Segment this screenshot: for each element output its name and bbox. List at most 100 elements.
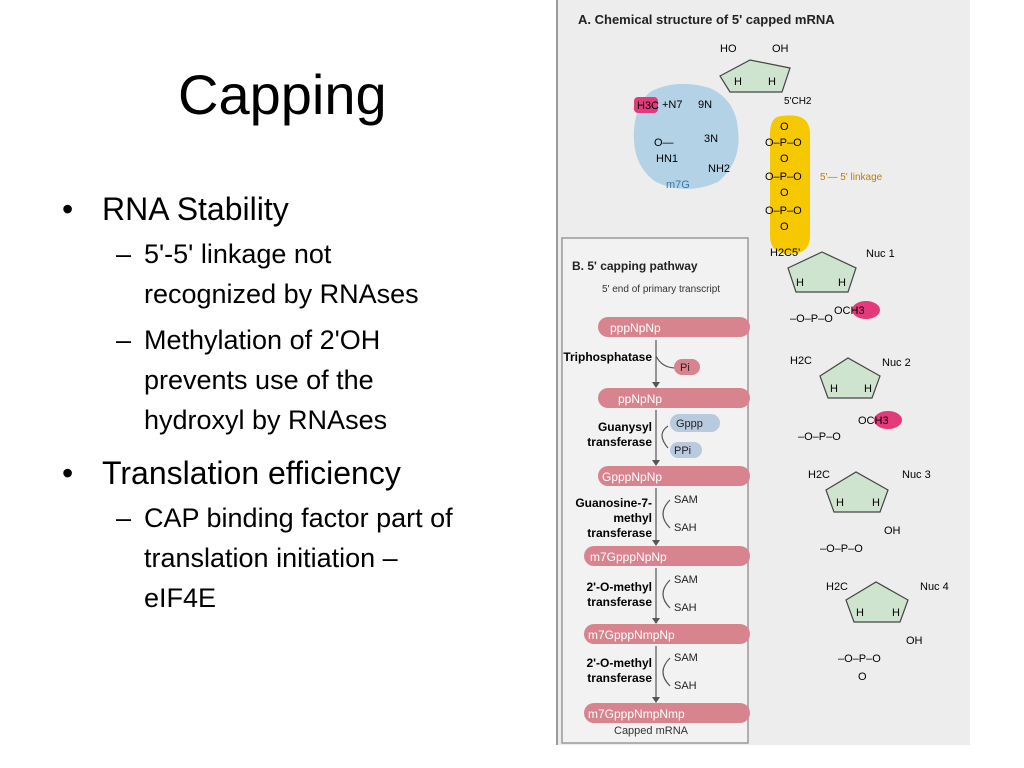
rna-step-label: m7GpppNpNp — [590, 550, 667, 564]
arrow-heads — [652, 382, 660, 703]
figure-drawing: A. Chemical structure of 5' capped mRNA … — [561, 12, 949, 744]
rna-step-label: m7GpppNmpNmp — [588, 707, 685, 721]
nuc3-ribose — [825, 471, 889, 513]
nuc3-label: Nuc 3 — [902, 469, 931, 481]
oh-label: OH — [772, 43, 789, 55]
bullet-dot: • — [62, 191, 74, 227]
h-label: H — [830, 383, 838, 395]
h-label: H — [796, 277, 804, 289]
hn1-label: HN1 — [656, 153, 678, 165]
rna-step-2: ppNpNp — [598, 388, 750, 408]
bullet-rna-stability: • RNA Stability — [62, 190, 552, 228]
enzyme-triphosphatase: Triphosphatase — [563, 350, 652, 364]
ch2-label: 5'CH2 — [784, 96, 812, 107]
rna-step-label: GpppNpNp — [602, 470, 662, 484]
nuc1-label: Nuc 1 — [866, 248, 895, 260]
phosphate-p: O–P–O — [765, 137, 802, 149]
sub-bullet-cap-binding: – CAP binding factor part of translation… — [62, 498, 552, 618]
ho-label: HO — [720, 43, 737, 55]
sub-line: eIF4E — [144, 583, 217, 613]
side-product-label: SAM — [674, 494, 698, 506]
linkage-label: 5'— 5' linkage — [820, 172, 883, 183]
h-label: H — [892, 607, 900, 619]
n9-label: 9N — [698, 99, 712, 111]
panel-b-title: B. 5' capping pathway — [572, 259, 698, 273]
och3-label: OCH3 — [834, 305, 865, 317]
side-product-label: SAH — [674, 680, 697, 692]
phosphate-o: O — [780, 121, 789, 133]
h2c-label: H2C — [790, 355, 812, 367]
sub-line: 5'-5' linkage not — [144, 239, 332, 269]
sub-line: prevents use of the — [144, 365, 374, 395]
o6-label: O— — [654, 137, 674, 149]
phosphate-o: O — [780, 221, 789, 233]
bullet-translation-efficiency: • Translation efficiency — [62, 454, 552, 492]
oh-label: OH — [906, 635, 923, 647]
h2c-label: H2C — [826, 581, 848, 593]
rna-step-label: ppNpNp — [618, 392, 662, 406]
h-label: H — [838, 277, 846, 289]
po-label: –O–P–O — [838, 653, 881, 665]
rna-step-5: m7GpppNmpNp — [584, 624, 750, 644]
nuc2-ribose — [819, 357, 881, 399]
panel-a-title: A. Chemical structure of 5' capped mRNA — [578, 12, 835, 27]
phosphate-o: O — [780, 153, 789, 165]
rna-step-label: m7GpppNmpNp — [588, 628, 675, 642]
capped-mrna-label: Capped mRNA — [614, 725, 689, 737]
h-label: H — [734, 76, 742, 88]
methyl-group-m7g — [634, 97, 658, 113]
rna-step-1: pppNpNp — [598, 317, 750, 337]
h-label: H — [836, 497, 844, 509]
sub-line: translation initiation – — [144, 543, 398, 573]
phosphate-o: O — [780, 187, 789, 199]
side-product-label: Pi — [680, 362, 690, 374]
nuc1-ribose — [787, 251, 857, 293]
sub-line: CAP binding factor part of — [144, 503, 453, 533]
sub-dash: – — [116, 325, 132, 355]
enzyme-2o-methyltransferase-2: 2'-O-methyl transferase — [586, 656, 652, 685]
sub-line: recognized by RNAses — [144, 279, 419, 309]
och3-label: OCH3 — [858, 415, 889, 427]
cap-ribose — [719, 59, 791, 93]
sub-line: hydroxyl by RNAses — [144, 405, 388, 435]
h-label: H — [856, 607, 864, 619]
h3c-label: H3C — [637, 100, 659, 112]
side-product-label: SAM — [674, 574, 698, 586]
h2c-label: H2C5' — [770, 247, 800, 259]
side-product-label: SAH — [674, 602, 697, 614]
pathway-intro: 5' end of primary transcript — [602, 284, 720, 295]
h2c-label: H2C — [808, 469, 830, 481]
po-label: –O–P–O — [798, 431, 841, 443]
rna-step-label: pppNpNp — [610, 321, 661, 335]
sub-line: Methylation of 2'OH — [144, 325, 381, 355]
oh-label: OH — [884, 525, 901, 537]
nuc4-label: Nuc 4 — [920, 581, 949, 593]
sub-bullet-linkage: – 5'-5' linkage not recognized by RNAses — [62, 234, 552, 314]
phosphate-o: O — [858, 671, 867, 683]
side-product-label: SAH — [674, 522, 697, 534]
n3-label: 3N — [704, 133, 718, 145]
slide-title: Capping — [178, 63, 387, 126]
bullet-list: • RNA Stability – 5'-5' linkage not reco… — [62, 190, 552, 618]
h-label: H — [864, 383, 872, 395]
enzyme-2o-methyltransferase-1: 2'-O-methyl transferase — [586, 580, 652, 609]
bullet-text: Translation efficiency — [102, 455, 401, 491]
capping-figure: A. Chemical structure of 5' capped mRNA … — [556, 0, 970, 745]
sub-dash: – — [116, 239, 132, 269]
triphosphate-bridge — [770, 115, 810, 254]
rna-step-4: m7GpppNpNp — [584, 546, 750, 566]
nh2-label: NH2 — [708, 163, 730, 175]
methyl-group-nuc1 — [852, 301, 880, 319]
m7g-base-shape — [633, 83, 739, 189]
h-label: H — [872, 497, 880, 509]
m7g-label: m7G — [666, 179, 690, 191]
side-product-label: SAM — [674, 652, 698, 664]
sub-dash: – — [116, 503, 132, 533]
side-product-label: PPi — [674, 445, 691, 457]
sub-bullet-methylation: – Methylation of 2'OH prevents use of th… — [62, 320, 552, 440]
phosphate-p: O–P–O — [765, 171, 802, 183]
bullet-dot: • — [62, 455, 74, 491]
po-label: –O–P–O — [820, 543, 863, 555]
phosphate-p: O–P–O — [765, 205, 802, 217]
bullet-text: RNA Stability — [102, 191, 289, 227]
